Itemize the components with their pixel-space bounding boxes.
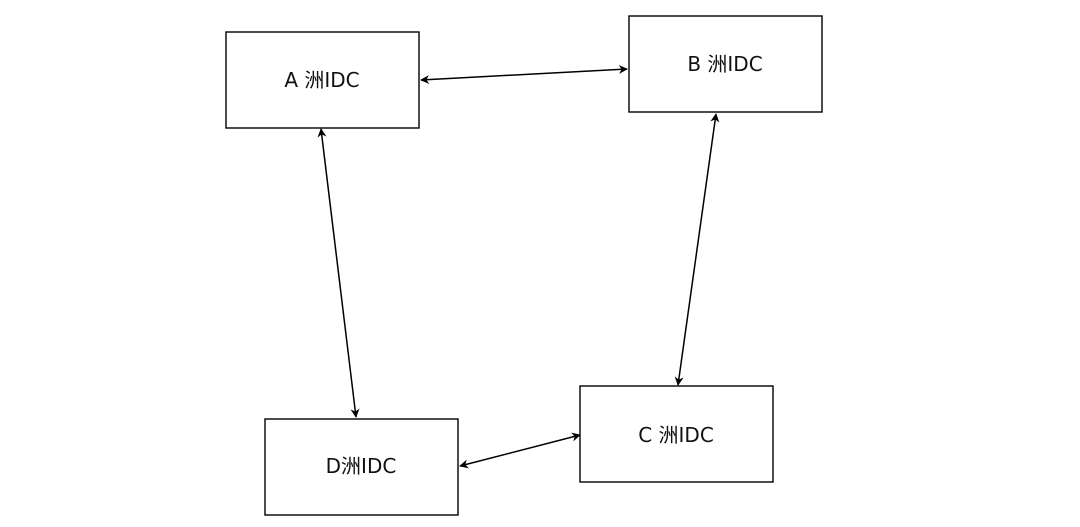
node-a[interactable]: A 洲IDC [225,31,420,129]
edge-b-c [674,113,720,386]
node-b-box [628,15,823,113]
edge-a-b [420,64,628,85]
node-d-label: D洲IDC [326,454,397,478]
node-c-label: C 洲IDC [638,423,714,447]
edge-a-d [317,128,360,418]
edges [317,64,720,469]
node-b-label: B 洲IDC [687,52,762,76]
edge-d-c [459,432,581,469]
node-b[interactable]: B 洲IDC [628,15,823,113]
node-d-box [264,418,459,516]
node-c-box [579,385,774,483]
node-a-label: A 洲IDC [284,68,359,92]
node-a-box [225,31,420,129]
node-d[interactable]: D洲IDC [264,418,459,516]
node-c[interactable]: C 洲IDC [579,385,774,483]
